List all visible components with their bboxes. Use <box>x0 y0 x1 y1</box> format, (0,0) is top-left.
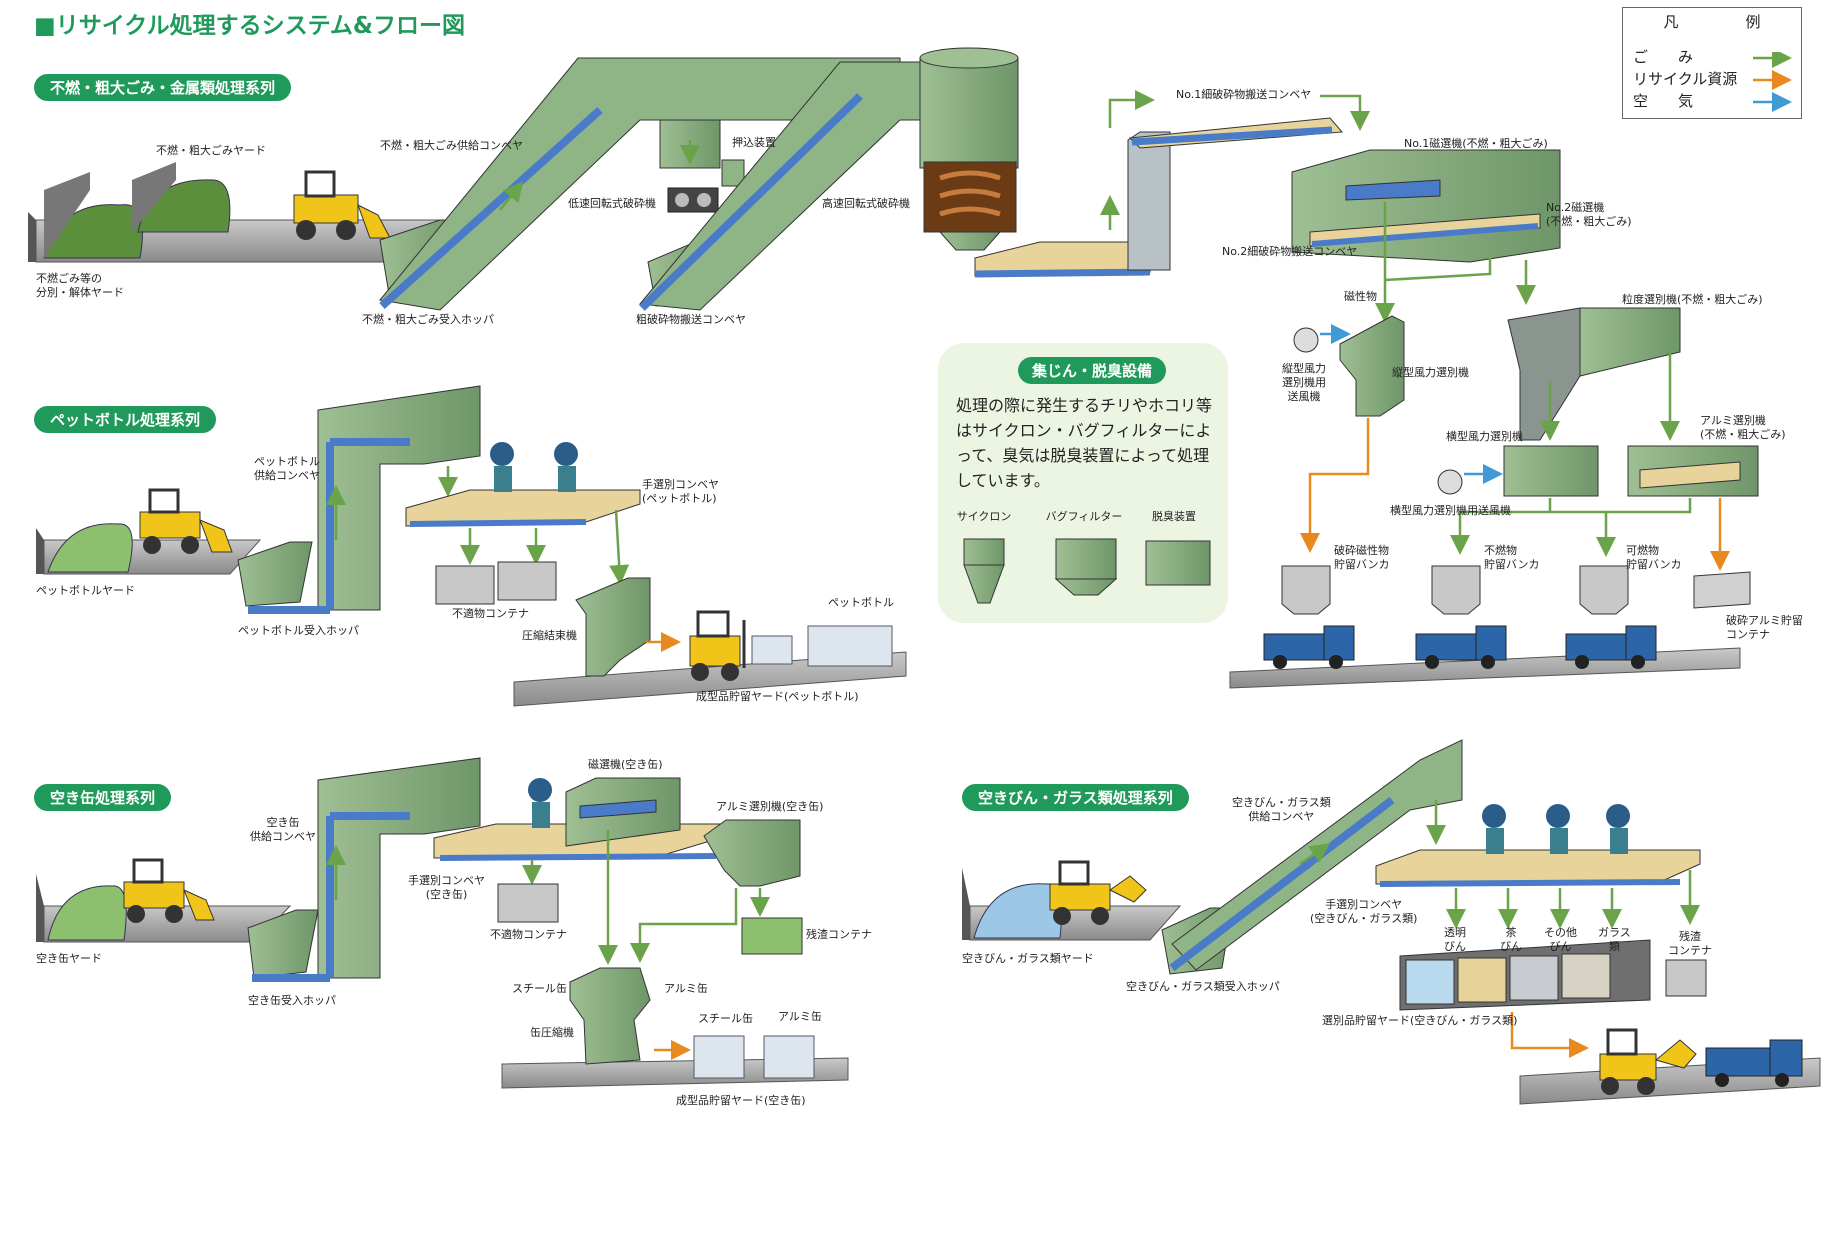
forklift-icon <box>689 610 746 681</box>
label-coarse-conveyor: 粗破砕物搬送コンベヤ <box>636 313 746 326</box>
label-magnetic: 磁性物 <box>1344 290 1377 303</box>
label-pet-hand-conveyor: 手選別コンベヤ (ペットボトル) <box>642 478 719 505</box>
label-pet-yard: ペットボトルヤード <box>36 584 135 597</box>
label-glass-brown: 茶 びん <box>1500 926 1522 953</box>
label-bunker-magnetic: 破砕磁性物 貯留バンカ <box>1334 544 1390 571</box>
wheel-loader-icon <box>1599 1028 1697 1095</box>
label-can-product-yard: 成型品貯留ヤード(空き缶) <box>676 1094 806 1107</box>
label-bunker-combustible: 可燃物 貯留バンカ <box>1626 544 1682 571</box>
label-low-speed-crusher: 低速回転式破砕機 <box>568 197 656 210</box>
label-pet-compressor: 圧縮結束機 <box>522 629 577 642</box>
section-pet-title: ペットボトル処理系列 <box>34 406 217 433</box>
label-can-steel: スチール缶 <box>512 982 567 995</box>
label-high-speed-crusher: 高速回転式破砕機 <box>822 197 910 210</box>
truck-icons <box>1263 625 1657 669</box>
label-vertical-fan: 縦型風力 選別機用 送風機 <box>1282 362 1326 403</box>
wheel-loader-icon <box>123 858 215 923</box>
page-title: ■リサイクル処理するシステム&フロー図 <box>34 13 465 39</box>
wheel-loader-icon <box>1049 860 1147 925</box>
label-horizontal-sorter: 横型風力選別機 <box>1446 430 1523 443</box>
label-vertical-sorter: 縦型風力選別機 <box>1392 366 1469 379</box>
dust-description: 処理の際に発生するチリやホコリ等はサイクロン・バグフィルターによって、臭気は脱臭… <box>956 396 1213 490</box>
label-grain-sorter: 粒度選別機(不燃・粗大ごみ) <box>1622 293 1763 306</box>
label-glass-clear: 透明 びん <box>1444 926 1466 953</box>
label-can-alu-product: アルミ缶 <box>778 1010 822 1023</box>
label-no1-magnet: No.1磁選機(不燃・粗大ごみ) <box>1404 137 1548 150</box>
label-glass-hopper: 空きびん・ガラス類受入ホッパ <box>1126 980 1280 993</box>
label-glass-supply-conveyor: 空きびん・ガラス類 供給コンベヤ <box>1232 796 1331 823</box>
label-can-supply-conveyor: 空き缶 供給コンベヤ <box>250 816 316 843</box>
label-glass-sorted-yard: 選別品貯留ヤード(空きびん・ガラス類) <box>1322 1014 1518 1027</box>
label-can-hand-conveyor: 手選別コンベヤ (空き缶) <box>408 874 485 901</box>
glass-line <box>962 739 1821 1105</box>
cyclone-icon <box>963 538 1005 604</box>
label-no1-conveyor: No.1細破砕物搬送コンベヤ <box>1176 88 1312 101</box>
label-metal-yard: 不燃・粗大ごみヤード <box>156 144 266 157</box>
can-line <box>36 757 849 1089</box>
truck-icon <box>1705 1039 1803 1087</box>
label-horizontal-fan: 横型風力選別機用送風機 <box>1390 504 1511 517</box>
label-pet-product-yard: 成型品貯留ヤード(ペットボトル) <box>696 690 859 703</box>
label-can-alu-sorter: アルミ選別機(空き缶) <box>716 800 824 813</box>
label-metal-supply-conveyor: 不燃・粗大ごみ供給コンベヤ <box>380 139 523 152</box>
bag-filter-icon <box>1054 538 1118 596</box>
label-pet-bales: ペットボトル <box>828 596 894 609</box>
label-metal-hopper: 不燃・粗大ごみ受入ホッパ <box>362 313 494 326</box>
dust-equipment-box: 集じん・脱臭設備 処理の際に発生するチリやホコリ等はサイクロン・バグフィルターに… <box>938 343 1228 623</box>
label-can-steel-product: スチール缶 <box>698 1012 753 1025</box>
label-can-residue: 残渣コンテナ <box>806 928 872 941</box>
bag-filter-label: バグフィルター <box>1045 510 1123 523</box>
pet-line <box>36 385 907 707</box>
label-can-yard: 空き缶ヤード <box>36 952 102 965</box>
deodorizer-label: 脱臭装置 <box>1152 510 1196 523</box>
legend-item-resource: リサイクル資源 <box>1633 70 1738 88</box>
label-alu-sorter: アルミ選別機 (不燃・粗大ごみ) <box>1700 414 1786 441</box>
label-pet-hopper: ペットボトル受入ホッパ <box>238 624 359 637</box>
label-glass-glass: ガラス 類 <box>1598 926 1631 953</box>
label-pet-unfit: 不適物コンテナ <box>452 607 529 620</box>
legend-title: 凡 例 <box>1663 13 1787 31</box>
label-pet-supply-conveyor: ペットボトル 供給コンベヤ <box>254 455 320 482</box>
label-no2-magnet: No.2磁選機 (不燃・粗大ごみ) <box>1546 201 1632 228</box>
wheel-loader-icon <box>293 170 391 240</box>
label-glass-other: その他 びん <box>1544 926 1577 953</box>
label-can-unfit: 不適物コンテナ <box>490 928 567 941</box>
metal-line <box>28 47 1759 689</box>
bunker-icons <box>1281 565 1751 615</box>
label-can-hopper: 空き缶受入ホッパ <box>248 994 336 1007</box>
label-bunker-noncombustible: 不燃物 貯留バンカ <box>1484 544 1540 571</box>
label-push-device: 押込装置 <box>732 136 776 149</box>
deodorizer-icon <box>1145 540 1211 586</box>
label-can-compressor: 缶圧縮機 <box>530 1026 574 1039</box>
legend-item-garbage: ご み <box>1633 48 1694 66</box>
label-alu-container: 破砕アルミ貯留 コンテナ <box>1726 614 1803 641</box>
section-glass-title: 空きびん・ガラス類処理系列 <box>962 784 1189 811</box>
dust-title: 集じん・脱臭設備 <box>1018 357 1167 384</box>
label-can-alu: アルミ缶 <box>664 982 708 995</box>
label-glass-residue: 残渣 コンテナ <box>1668 930 1712 957</box>
label-metal-sort-yard: 不燃ごみ等の 分別・解体ヤード <box>36 272 124 299</box>
legend-arrows <box>1753 52 1792 112</box>
section-metal-title: 不燃・粗大ごみ・金属類処理系列 <box>34 74 292 101</box>
label-glass-hand-conveyor: 手選別コンベヤ (空きびん・ガラス類) <box>1310 898 1418 925</box>
legend: 凡 例 ご み リサイクル資源 空 気 <box>1622 7 1802 119</box>
cyclone-label: サイクロン <box>956 510 1012 523</box>
label-can-magnet: 磁選機(空き缶) <box>588 758 663 771</box>
legend-item-air: 空 気 <box>1633 92 1694 110</box>
label-glass-yard: 空きびん・ガラス類ヤード <box>962 952 1094 965</box>
section-can-title: 空き缶処理系列 <box>34 784 172 811</box>
label-no2-conveyor: No.2細破砕物搬送コンベヤ <box>1222 245 1358 258</box>
dust-equipment-icons <box>963 538 1211 604</box>
wheel-loader-icon <box>139 488 233 554</box>
